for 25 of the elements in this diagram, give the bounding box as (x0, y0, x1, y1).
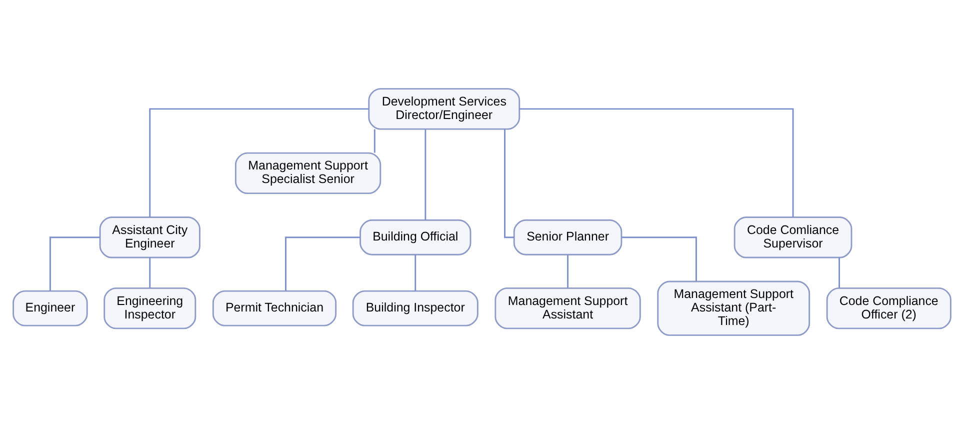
node-box: Code Compliance Officer (2) (826, 286, 952, 329)
connector (567, 254, 568, 288)
connector (149, 108, 369, 217)
node-box: Management Support Specialist Senior (234, 152, 382, 194)
connector (519, 108, 794, 217)
node-box: Development Services Director/Engineer (368, 88, 520, 130)
node-box: Engineering Inspector (104, 286, 196, 329)
connector (504, 128, 514, 238)
connector (414, 254, 416, 290)
connector (424, 128, 426, 220)
connector (374, 128, 376, 152)
node-box: Assistant City Engineer (99, 216, 200, 258)
connector (285, 236, 360, 290)
connector (149, 257, 151, 288)
connector (622, 236, 697, 281)
node-box: Management Support Assistant (494, 286, 641, 329)
node-box: Building Official (360, 218, 472, 255)
node-box: Permit Technician (212, 290, 337, 326)
node-box: Senior Planner (513, 218, 622, 255)
node-box: Management Support Assistant (Part-Time) (657, 280, 810, 336)
connector (49, 236, 100, 290)
node-box: Code Comliance Supervisor (734, 216, 852, 258)
node-box: Engineer (12, 290, 88, 326)
node-box: Building Inspector (352, 290, 478, 326)
connector (838, 257, 840, 288)
